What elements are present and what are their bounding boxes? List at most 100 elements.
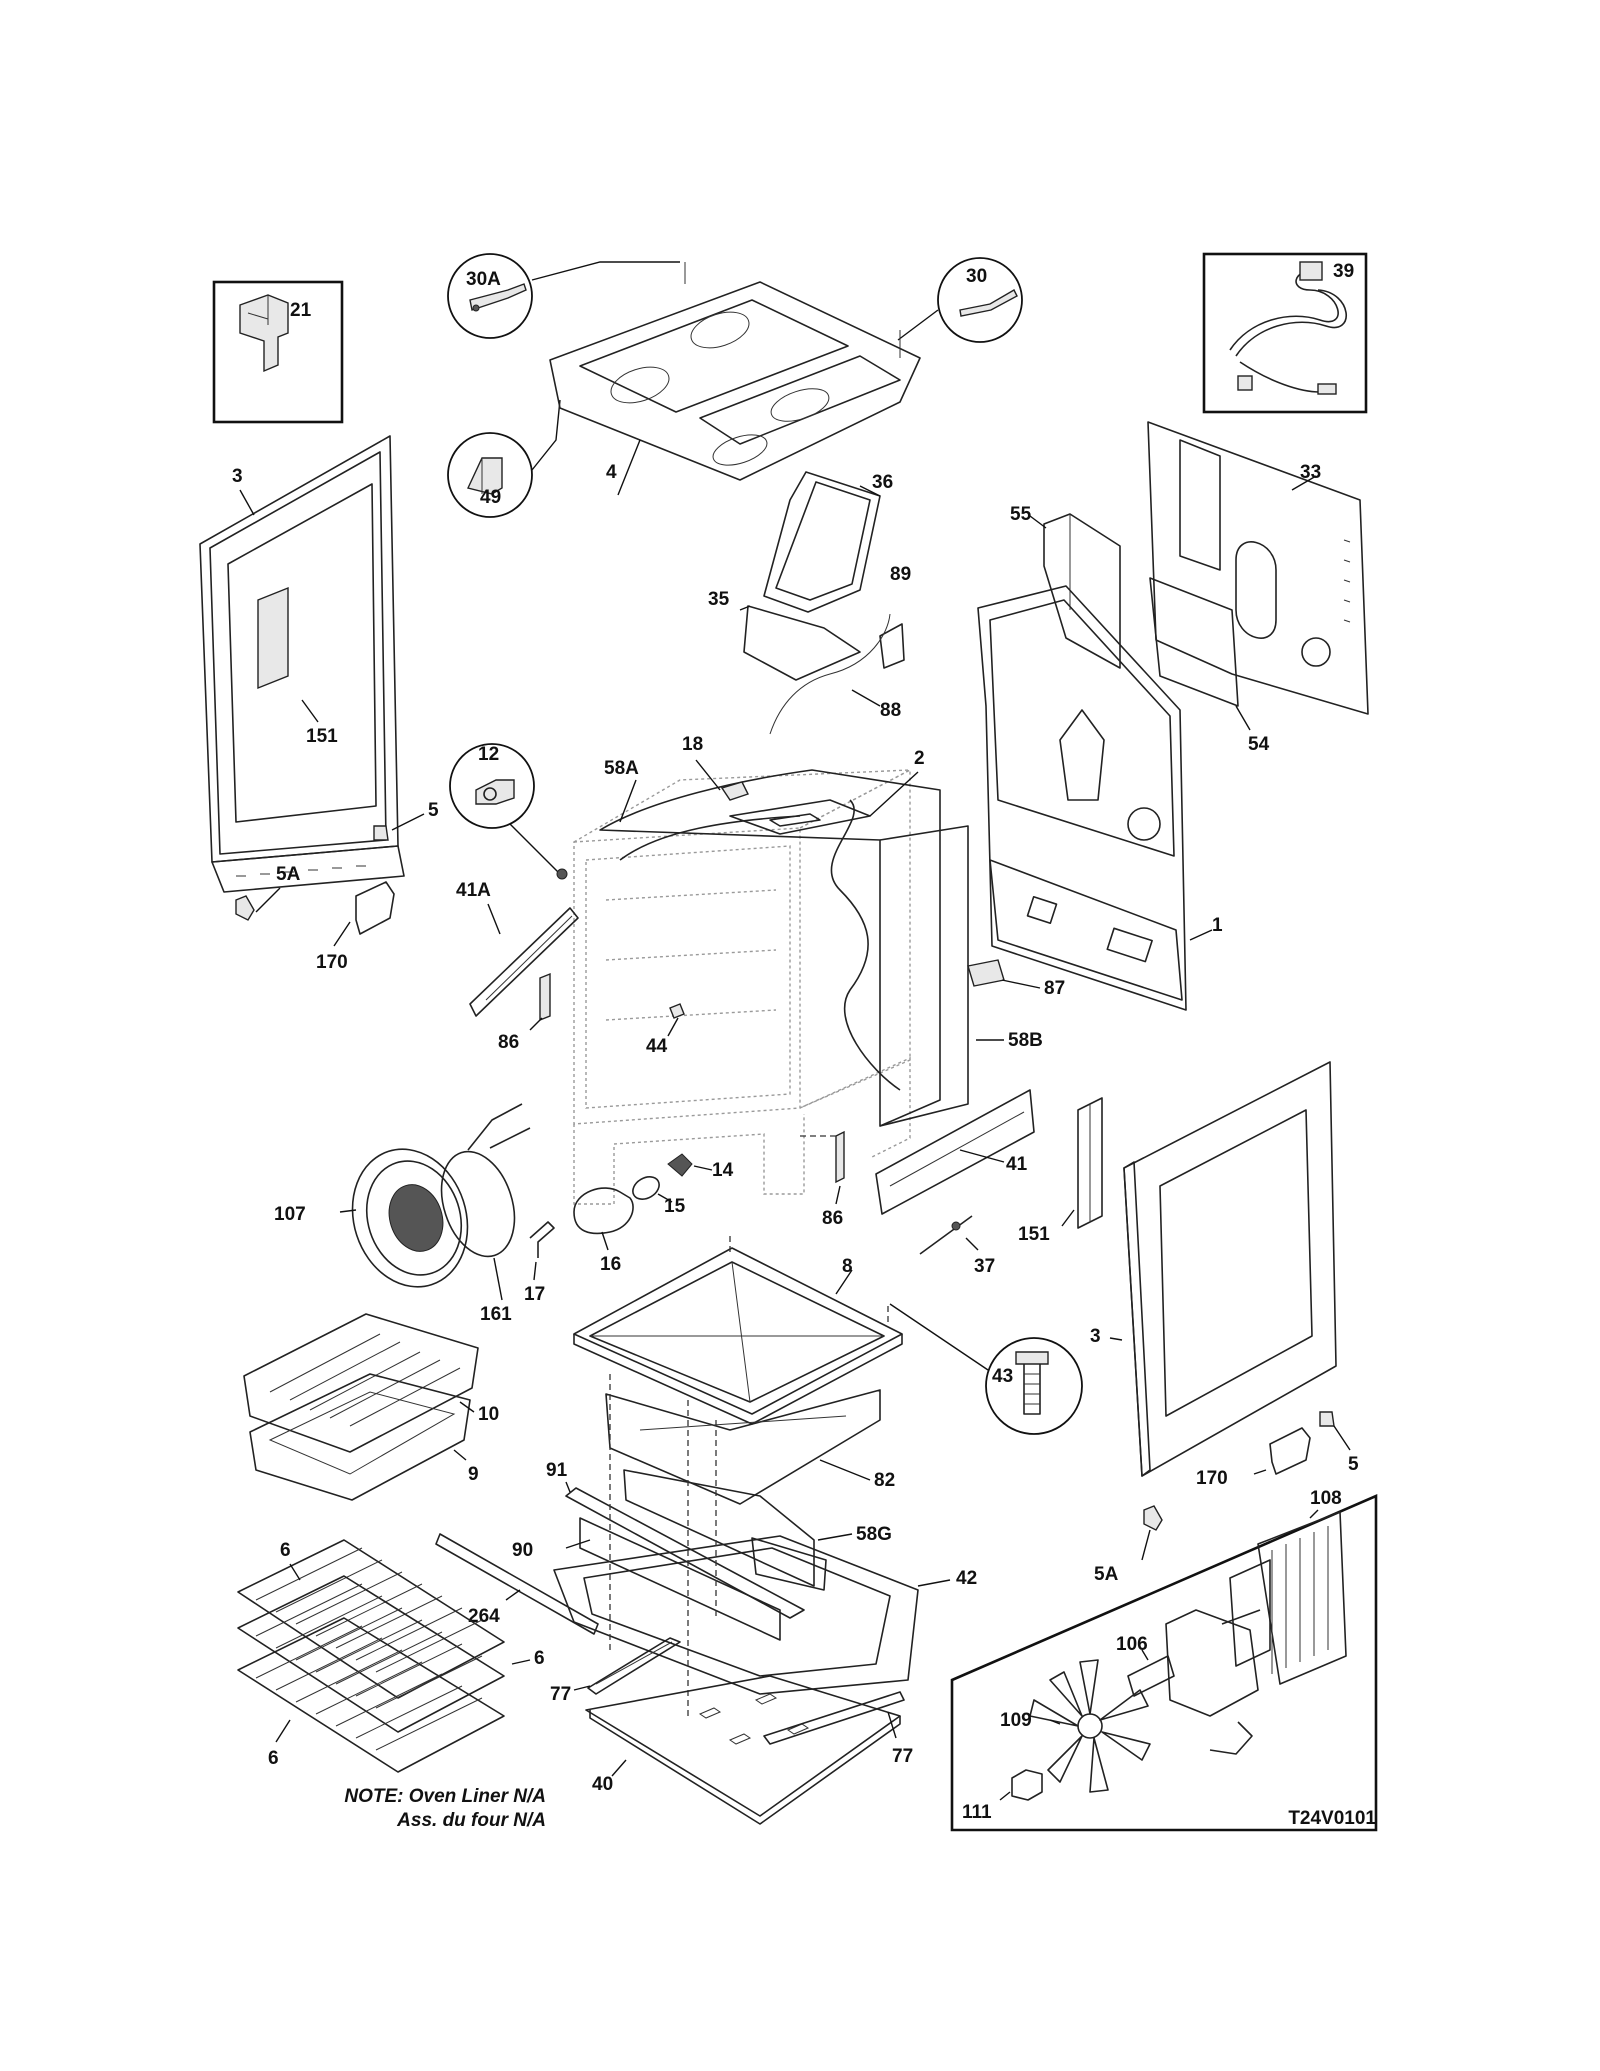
callout-33: 33 xyxy=(1300,462,1321,483)
broil-pan xyxy=(243,1313,479,1501)
callout-14: 14 xyxy=(712,1160,734,1181)
bubble-30A xyxy=(447,253,680,339)
callout-6-top: 6 xyxy=(280,1540,291,1561)
bubble-30 xyxy=(897,257,1023,343)
hinge-parts-left xyxy=(235,813,425,947)
callout-5A-right: 5A xyxy=(1094,1564,1119,1585)
callout-54: 54 xyxy=(1248,734,1270,755)
callout-4: 4 xyxy=(606,462,617,483)
callout-39: 39 xyxy=(1333,261,1354,282)
callout-106: 106 xyxy=(1116,1634,1148,1655)
callout-36: 36 xyxy=(872,472,893,493)
convection-cover xyxy=(339,1103,531,1301)
callout-15: 15 xyxy=(664,1196,686,1217)
callout-88: 88 xyxy=(880,700,901,721)
callout-82: 82 xyxy=(874,1470,895,1491)
part-264-strip xyxy=(435,1533,599,1635)
part-21-box xyxy=(212,280,344,424)
callout-109: 109 xyxy=(1000,1710,1032,1731)
callout-41: 41 xyxy=(1006,1154,1028,1175)
callout-8: 8 xyxy=(842,1256,853,1277)
callout-89: 89 xyxy=(890,564,911,585)
part-41A-rail xyxy=(469,903,579,1017)
diagram-code: T24V0101 xyxy=(1288,1808,1376,1829)
callout-18: 18 xyxy=(682,734,703,755)
callout-58B: 58B xyxy=(1008,1030,1043,1051)
callout-37: 37 xyxy=(974,1256,995,1277)
part-33-rear-panel xyxy=(1147,421,1369,715)
hinge-parts-right xyxy=(1141,1411,1351,1561)
callout-1: 1 xyxy=(1212,915,1223,936)
callout-86-left: 86 xyxy=(498,1032,519,1053)
callout-161: 161 xyxy=(480,1304,512,1325)
bubble-12 xyxy=(449,743,568,880)
callout-9: 9 xyxy=(468,1464,479,1485)
part-41-rail xyxy=(875,1089,1035,1215)
callout-6-mid: 6 xyxy=(534,1648,545,1669)
bubble-49 xyxy=(447,399,561,518)
callout-35: 35 xyxy=(708,589,730,610)
callout-43: 43 xyxy=(992,1366,1013,1387)
part-82-heat-shield xyxy=(605,1389,881,1505)
part-37-wire xyxy=(919,1215,979,1255)
part-39-box xyxy=(1202,252,1368,414)
part-4-panel xyxy=(549,262,921,496)
callout-17: 17 xyxy=(524,1284,545,1305)
callout-91: 91 xyxy=(546,1460,568,1481)
part-151-right xyxy=(1061,1097,1103,1229)
callout-90: 90 xyxy=(512,1540,533,1561)
callout-21: 21 xyxy=(290,300,312,321)
callout-151-right: 151 xyxy=(1018,1224,1050,1245)
callout-6-bottom: 6 xyxy=(268,1748,279,1769)
callout-44: 44 xyxy=(646,1036,668,1057)
callout-5-left: 5 xyxy=(428,800,439,821)
bubble-43 xyxy=(889,1303,1083,1435)
callout-30A: 30A xyxy=(466,269,501,290)
callout-108: 108 xyxy=(1310,1488,1342,1509)
callout-12: 12 xyxy=(478,744,499,765)
part-86-right xyxy=(800,1130,845,1205)
callout-170-right: 170 xyxy=(1196,1468,1228,1489)
oven-light-parts xyxy=(529,1153,713,1281)
callout-5A-left: 5A xyxy=(276,864,301,885)
callout-58G: 58G xyxy=(856,1524,892,1545)
part-3-right-side-panel xyxy=(1109,1061,1337,1477)
drawer-assembly xyxy=(573,1637,905,1825)
convection-fan-kit-box xyxy=(950,1494,1378,1832)
callout-3-left: 3 xyxy=(232,466,243,487)
callout-40: 40 xyxy=(592,1774,613,1795)
part-8-oven-bottom xyxy=(573,1236,903,1425)
callout-16: 16 xyxy=(600,1254,621,1275)
callout-151-left: 151 xyxy=(306,726,338,747)
callout-170-left: 170 xyxy=(316,952,348,973)
callout-5-right: 5 xyxy=(1348,1454,1359,1475)
callout-10: 10 xyxy=(478,1404,499,1425)
oven-racks xyxy=(237,1539,531,1773)
part-86-left xyxy=(529,972,551,1031)
part-55-bracket xyxy=(1029,513,1121,669)
callout-77-left: 77 xyxy=(550,1684,571,1705)
part-3-left-side-panel xyxy=(199,435,405,893)
note-line-1: NOTE: Oven Liner N/A xyxy=(344,1786,546,1807)
callout-55: 55 xyxy=(1010,504,1032,525)
callout-264: 264 xyxy=(468,1606,500,1627)
callout-111: 111 xyxy=(962,1802,992,1823)
vent-duct-assembly xyxy=(739,471,905,735)
callout-2: 2 xyxy=(914,748,925,769)
callout-42: 42 xyxy=(956,1568,977,1589)
callout-107: 107 xyxy=(274,1204,306,1225)
callout-49: 49 xyxy=(480,487,501,508)
part-54-bracket xyxy=(1149,577,1251,731)
callout-41A: 41A xyxy=(456,880,491,901)
callout-58A: 58A xyxy=(604,758,639,779)
oven-cavity-assembly xyxy=(573,759,1004,1205)
part-1-rear-panel xyxy=(977,585,1213,1011)
callout-3-right: 3 xyxy=(1090,1326,1101,1347)
fan-blade xyxy=(1029,1659,1151,1793)
callout-87: 87 xyxy=(1044,978,1065,999)
bottom-frame-assembly xyxy=(553,1374,951,1720)
part-87-block xyxy=(967,959,1041,989)
callout-77-right: 77 xyxy=(892,1746,913,1767)
callout-30: 30 xyxy=(966,266,987,287)
